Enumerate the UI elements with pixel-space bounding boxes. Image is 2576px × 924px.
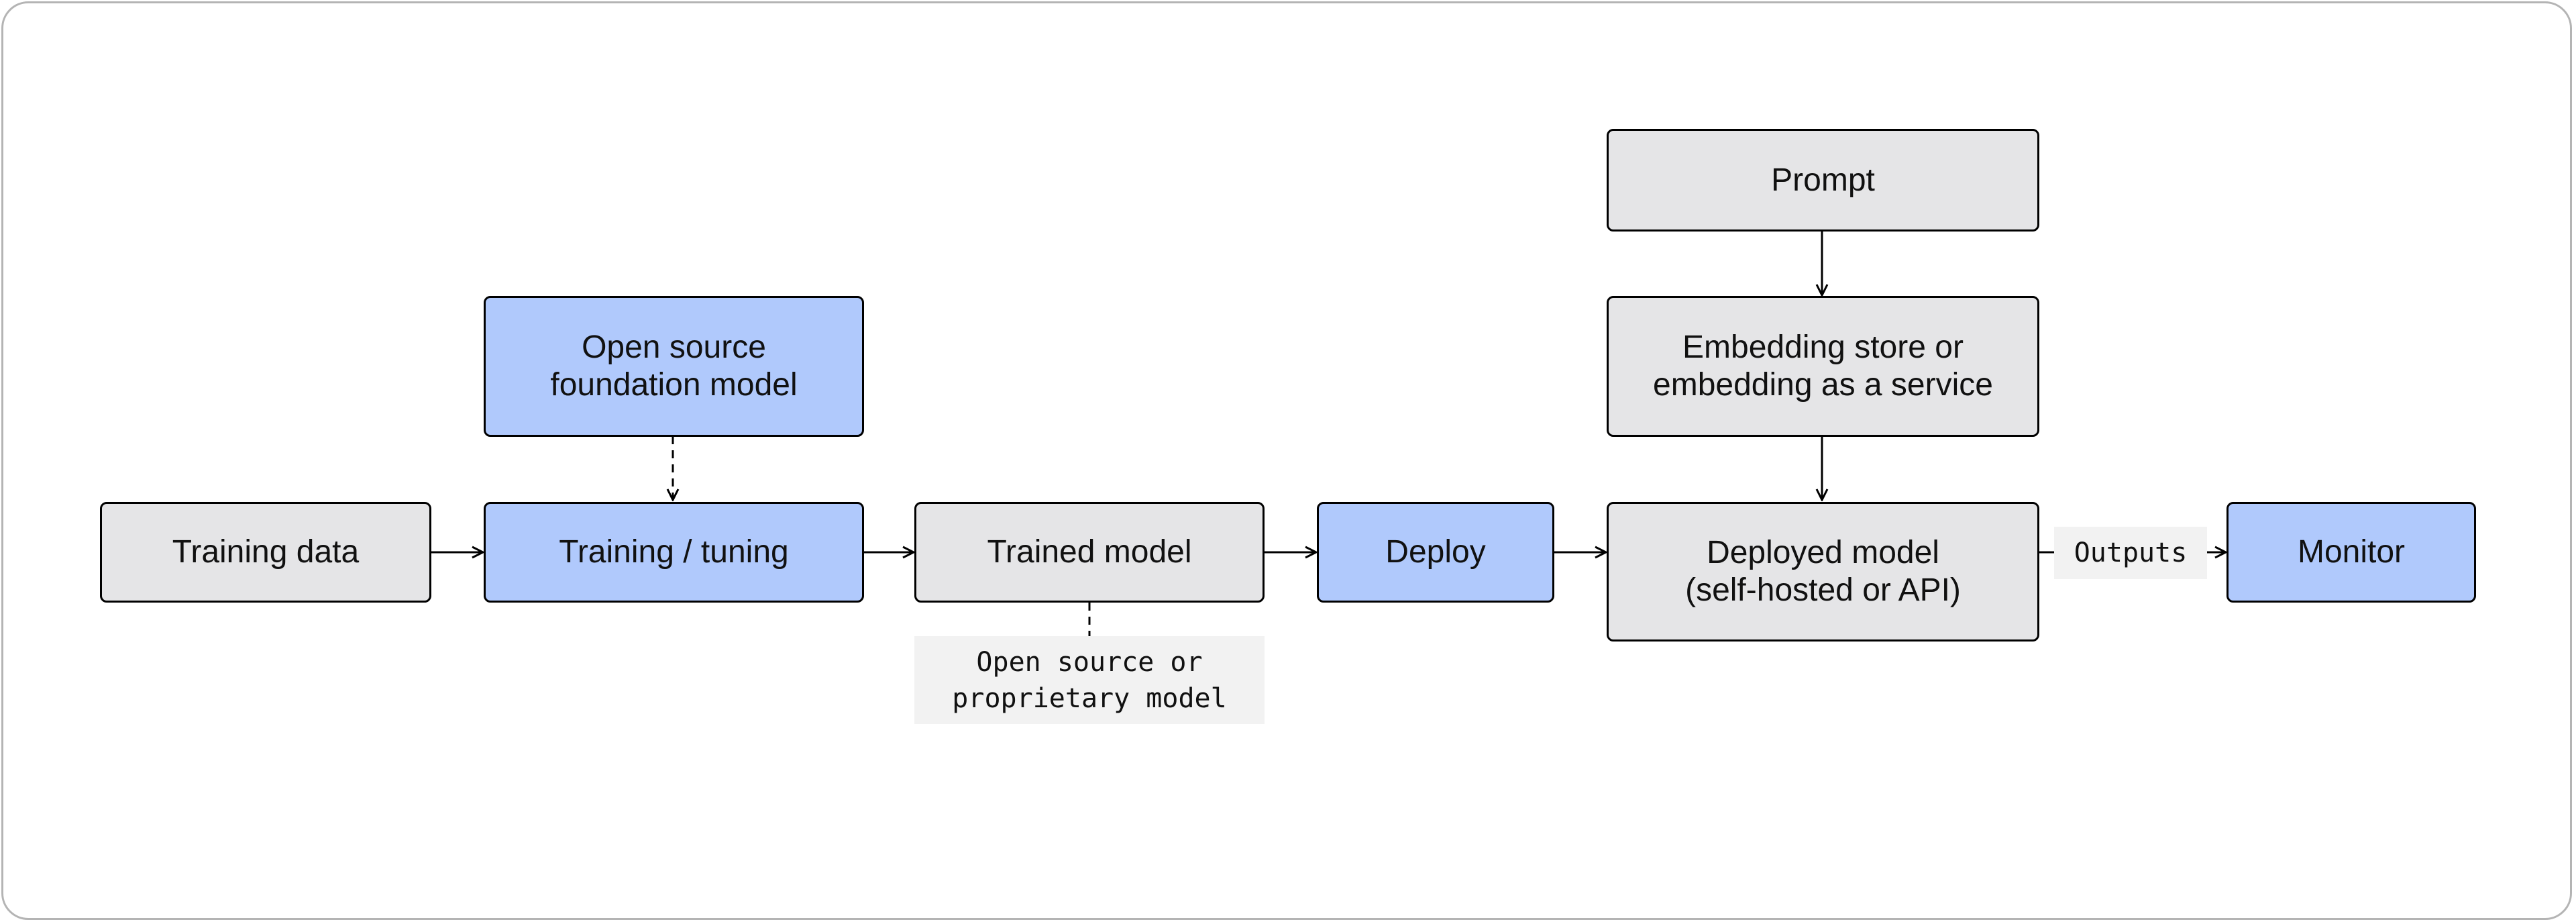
open-source-foundation-model-node: Open source foundation model (484, 296, 864, 437)
deployed-model-node: Deployed model (self-hosted or API) (1607, 502, 2039, 641)
training-tuning-node: Training / tuning (484, 502, 864, 603)
trained-model-node: Trained model (914, 502, 1265, 603)
prompt-node: Prompt (1607, 129, 2039, 232)
outputs-label: Outputs (2054, 527, 2207, 579)
deploy-node: Deploy (1317, 502, 1554, 603)
training-data-node: Training data (100, 502, 431, 603)
embedding-store-node: Embedding store or embedding as a servic… (1607, 296, 2039, 437)
model-type-note: Open source or proprietary model (914, 636, 1265, 724)
monitor-node: Monitor (2226, 502, 2476, 603)
